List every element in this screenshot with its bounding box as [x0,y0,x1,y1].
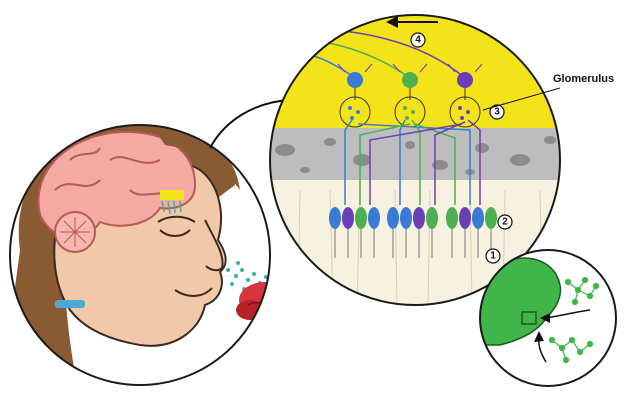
receptor-detail-circle [479,249,617,387]
svg-text:4: 4 [415,35,421,46]
svg-text:1: 1 [490,251,496,262]
olfactory-bulb-layer [270,15,560,128]
head-circle [9,124,271,386]
step-marker-4: 4 [410,32,426,48]
olfactory-receptor-neurons [329,207,497,258]
step-marker-2: 2 [497,214,513,230]
svg-text:2: 2 [502,217,508,228]
nose [204,219,224,272]
arrow-head-to-bulb [209,99,291,149]
receptor-axons [344,119,481,205]
olfactory-bulb-highlight [160,190,184,200]
cribriform-plate [270,128,560,180]
glomerulus-label: Glomerulus [553,73,614,85]
signal-direction-arrow [386,16,438,28]
hair-tie [55,300,85,308]
receptor-site [521,311,537,325]
step-marker-1: 1 [485,248,501,264]
svg-text:3: 3 [494,107,500,118]
smile [174,287,213,297]
step-marker-3: 3 [489,104,505,120]
glomerulus-leader-line [482,87,561,111]
odor-molecules [548,276,600,364]
closed-eye [159,229,191,237]
